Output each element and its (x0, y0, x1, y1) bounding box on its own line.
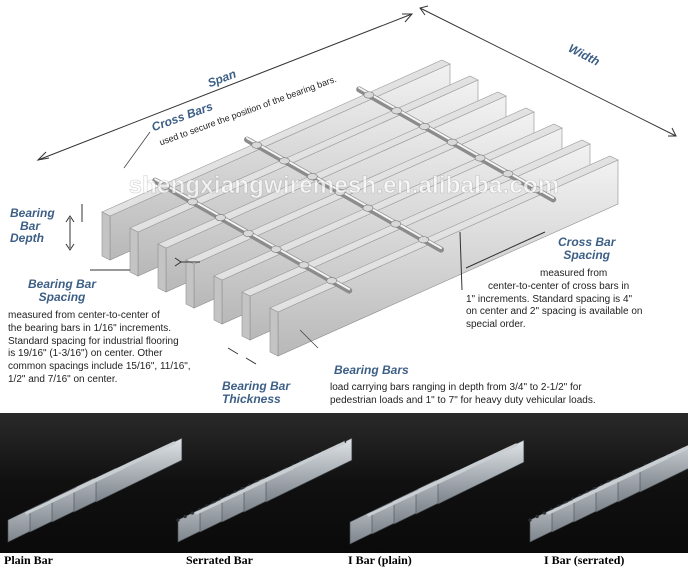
bearing-bars-description: load carrying bars ranging in depth from… (330, 382, 630, 408)
weld-knot (334, 188, 346, 196)
bearing-bar-spacing-arrows (90, 257, 200, 271)
thumbnail-grating (349, 439, 525, 545)
weld-knot (243, 229, 254, 237)
weld-knot (326, 277, 338, 285)
caption-i-bar-plain: I Bar (plain) (348, 553, 412, 567)
bb-spacing-line1: Bearing Bar (28, 277, 97, 291)
thumbnail-bar (639, 446, 688, 493)
weld-knot (418, 236, 429, 244)
width-dimension-line (419, 5, 677, 137)
weld-knot (419, 122, 430, 130)
bearing-bar-end (185, 259, 195, 309)
weld-knot (251, 141, 263, 149)
bb-spacing-desc-line: common spacings include 15/16", 11/16", (8, 361, 191, 373)
cb-spacing-line2: Spacing (563, 247, 611, 262)
thumbnail-cross-bar (418, 443, 518, 492)
bb-spacing-line2: Spacing (38, 289, 86, 304)
caption-serrated-bar: Serrated Bar (186, 553, 253, 567)
weld-knot (187, 198, 199, 206)
leader-lines (123, 131, 319, 349)
bearing-bar-end (213, 275, 223, 325)
thumbnail-grating (7, 437, 183, 543)
weld-knot (298, 261, 310, 269)
thickness-arrows (227, 347, 257, 365)
caption-i-bar-serrated: I Bar (serrated) (544, 553, 625, 567)
weld-knot (447, 138, 458, 146)
bb-spacing-desc-line: 1/2" and 7/16" on center. (8, 373, 118, 385)
cb-spacing-desc-line: measured from (540, 268, 608, 279)
weld-knot (215, 214, 226, 222)
thickness-line1: Bearing Bar (222, 379, 291, 393)
bearing-bar-depth-label: Bearing Bar Depth (10, 207, 55, 245)
weld-knot (363, 91, 375, 99)
weld-knot (474, 154, 486, 162)
thumbnail-cross-bar (76, 441, 176, 490)
bearing-bars-desc-line: pedestrian loads and 1" to 7" for heavy … (330, 394, 596, 406)
main-grating (101, 59, 619, 357)
bb-spacing-desc-line: is 19/16" (1-3/16") on center. Other (8, 348, 163, 360)
weld-knot (270, 245, 282, 253)
thumbnail-grating (528, 444, 688, 543)
bb-spacing-desc-line: the bearing bars in 1/16" increments. (8, 322, 172, 334)
bearing-bar-end (129, 227, 139, 277)
weld-knot (502, 170, 514, 178)
serration-notch (528, 518, 532, 522)
weld-knot (391, 107, 403, 115)
weld-knot (362, 204, 374, 212)
weld-knot (307, 173, 318, 181)
bb-spacing-desc-line: measured from center-to-center of (8, 310, 160, 321)
cb-spacing-desc-line: special order. (466, 319, 526, 331)
serration-notch (176, 518, 180, 522)
weld-knot (390, 220, 402, 228)
bearing-bar-thickness-label: Bearing Bar Thickness (222, 380, 290, 405)
serration-notch (183, 514, 187, 519)
bearing-bar-end (157, 243, 167, 293)
thickness-line2: Thickness (222, 391, 281, 406)
bearing-bar-end (241, 291, 251, 341)
weld-knot (279, 157, 290, 165)
watermark-text: shengxiangwiremesh.en.alibaba.com (128, 172, 560, 200)
cb-spacing-desc-line: 1" increments. Standard spacing is 4" (466, 293, 633, 305)
product-type-thumbnails (7, 437, 688, 545)
weld-knot (159, 182, 171, 190)
cb-spacing-line1: Cross Bar (558, 235, 616, 249)
thumbnail-cross-bar (598, 445, 688, 490)
bearing-bar-end (101, 211, 111, 261)
depth-line2: Bar (20, 218, 41, 233)
caption-plain-bar: Plain Bar (4, 553, 54, 567)
serration-notch (190, 511, 194, 515)
bearing-bar-spacing-description: measured from center-to-center of the be… (8, 310, 230, 387)
thumbnail-grating (176, 437, 353, 543)
cb-spacing-desc-line: on center and 2" spacing is available on (466, 306, 643, 318)
depth-line1: Bearing (10, 206, 55, 220)
bearing-bar-spacing-title: Bearing Bar Spacing (28, 278, 96, 303)
bb-spacing-desc-line: Standard spacing for industrial flooring (8, 335, 179, 347)
bearing-bars-desc-line: load carrying bars ranging in depth from… (330, 382, 582, 393)
serration-notch (535, 514, 539, 519)
span-dimension-line (36, 13, 414, 161)
bearing-bars-title: Bearing Bars (334, 363, 409, 377)
cross-bar-spacing-title: Cross Bar Spacing (558, 236, 615, 261)
cb-spacing-desc-line: center-to-center of cross bars in (488, 280, 630, 292)
depth-line3: Depth (10, 231, 44, 246)
weld-knot (530, 186, 542, 194)
cross-bar-spacing-dimension (459, 231, 546, 291)
bearing-bar-end (269, 307, 279, 357)
thumbnail-cross-bar (246, 441, 346, 490)
cross-bar-spacing-description: measured from center-to-center of cross … (466, 268, 676, 332)
depth-dimension-line (65, 204, 83, 251)
serration-notch (542, 511, 546, 515)
